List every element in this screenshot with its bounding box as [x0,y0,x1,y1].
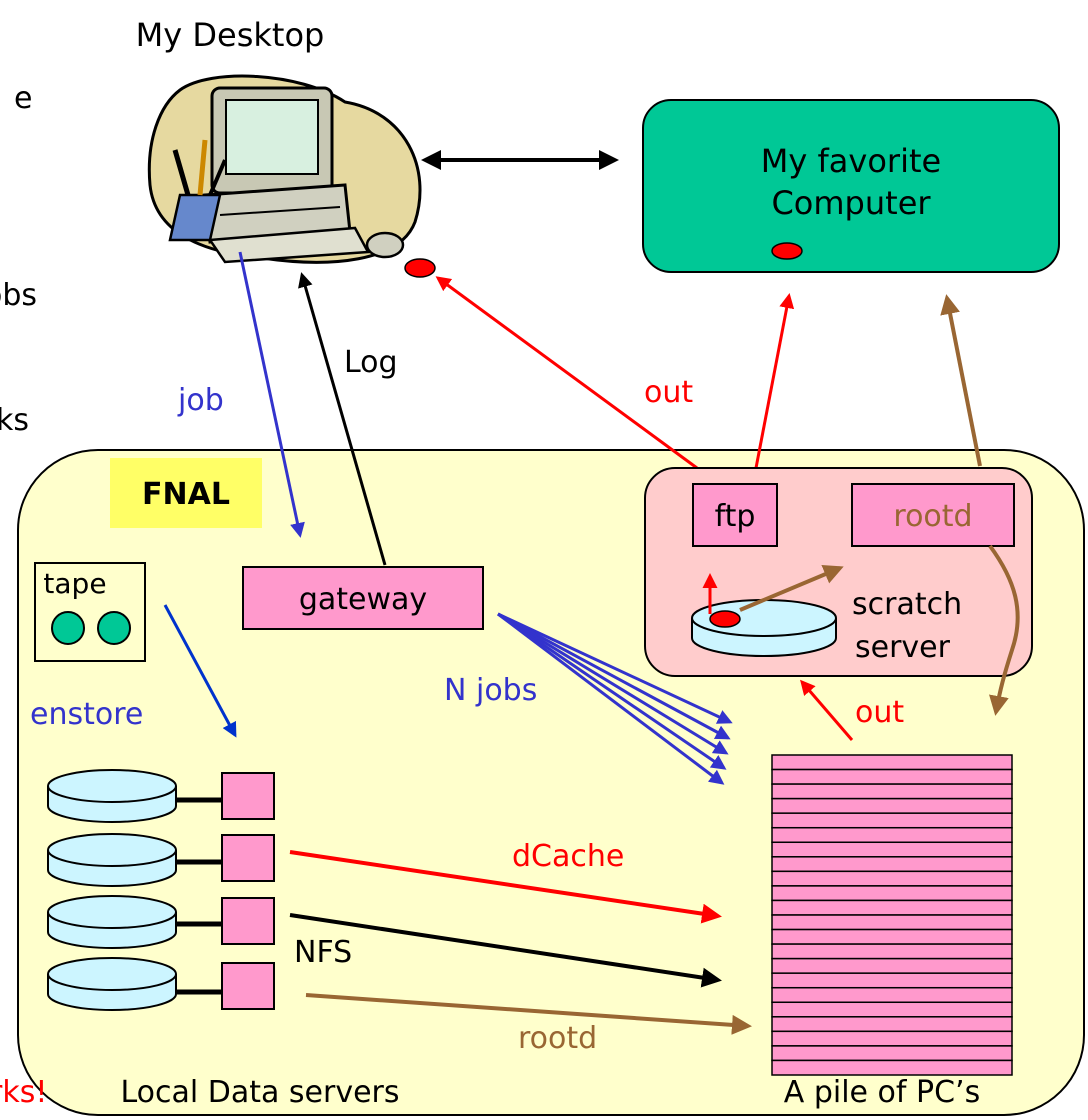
n-jobs-arrows [497,612,733,785]
pc-slab [771,1030,1013,1047]
tape-label: tape [43,567,106,600]
tape-box [34,562,146,662]
tape-reel-right [97,611,131,645]
out-scratch-label: out [855,695,904,730]
pc-slab [771,870,1013,887]
pc-slab [771,957,1013,974]
gateway-box [242,566,484,630]
log-label: Log [344,345,398,380]
fnal-tag [110,458,262,528]
local-data-servers-label: Local Data servers [120,1075,399,1110]
scratch-label-2: server [855,630,951,665]
out-to-favorite-arrow [754,293,795,469]
scratch-disk-icon [691,599,837,657]
left-cut-bottom: rks! [0,1075,47,1110]
pc-slab [771,885,1013,902]
nfs-label: NFS [294,935,352,970]
rootd-to-favorite-arrow [940,294,982,467]
enstore-label: enstore [30,697,143,732]
data-server-3 [47,895,275,949]
ftp-label: ftp [715,499,756,534]
pc-slab [771,1016,1013,1033]
pc-slab [771,1045,1013,1062]
pc-slab [771,928,1013,945]
fnal-label: FNAL [142,477,230,512]
pc-slab [771,812,1013,829]
desktop-output-dot [404,258,436,278]
pc-slab [771,826,1013,844]
pc-slab [771,856,1013,873]
gateway-label: gateway [299,582,427,617]
dcache-arrow [289,850,722,924]
enstore-arrow [163,604,237,738]
tape-reel-left [51,611,85,645]
scratch-label-1: scratch [852,587,962,622]
out-top-label: out [644,375,693,410]
data-server-4 [47,957,275,1011]
desktop-label: My Desktop [136,16,325,54]
rootd-box [851,483,1015,547]
pc-slab [771,1001,1013,1018]
pc-pile [771,754,1013,1076]
out-to-desktop-arrow [435,276,698,470]
pc-slab [771,986,1013,1004]
rootd-box-label: rootd [893,499,972,534]
job-arrow [238,251,305,538]
pc-slab [771,943,1013,960]
job-label: job [177,383,224,418]
pc-slab [771,899,1013,916]
pc-slab [771,914,1013,931]
left-cut-text-1: e [14,81,32,116]
data-server-2 [47,833,275,887]
scratch-to-rootd-arrow [739,564,844,612]
pc-slab [771,754,1013,771]
rootd-lower-arrow [305,993,752,1035]
desktop-computer-icon [147,74,422,264]
log-arrow [298,272,387,566]
pc-slab [771,768,1013,785]
pc-slab [771,1059,1013,1076]
ftp-box [692,483,778,547]
favorite-computer-line2: Computer [771,184,931,222]
dcache-label: dCache [512,839,624,874]
pc-slab [771,841,1013,858]
left-cut-text-2: obs [0,278,37,313]
out-pile-to-scratch-arrow [800,679,854,741]
scratch-disk-dot [709,610,741,628]
pile-of-pcs-label: A pile of PC’s [784,1075,980,1110]
rootd-to-pile-arrow [988,544,1020,716]
favorite-computer-line1: My favorite [761,142,941,180]
favorite-output-dot [771,242,803,260]
pc-slab [771,797,1013,814]
favorite-computer-box [642,99,1060,273]
pc-slab [771,972,1013,989]
data-server-1 [47,769,275,823]
rootd-lower-label: rootd [518,1021,597,1056]
left-cut-text-3: ks [0,403,29,438]
n-jobs-label: N jobs [444,673,537,708]
nfs-arrow [289,913,722,988]
pc-slab [771,783,1013,800]
